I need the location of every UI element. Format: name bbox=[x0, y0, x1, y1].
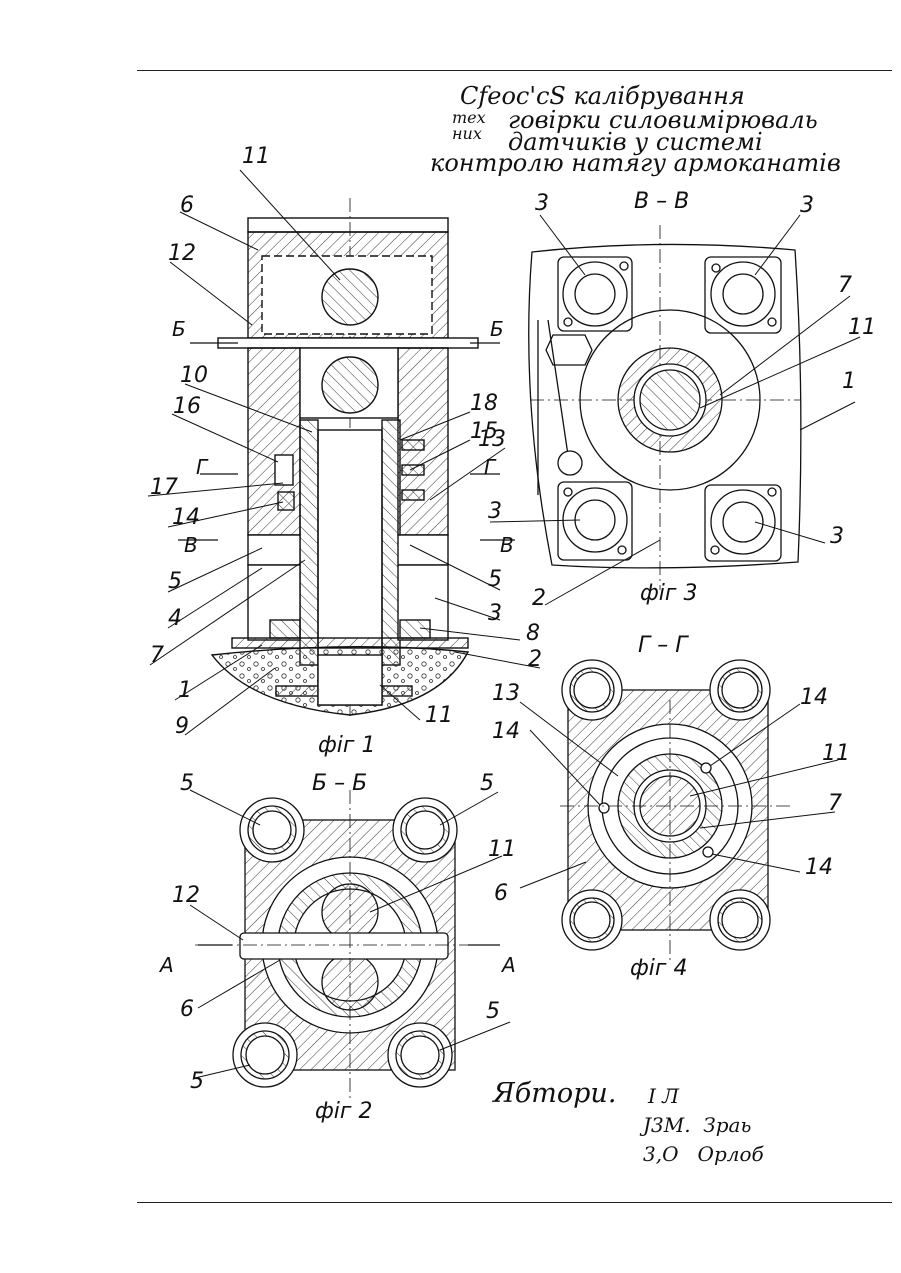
figure-1 bbox=[212, 198, 478, 720]
fig3-callout: 3 bbox=[488, 499, 502, 524]
fig1-callout: 8 bbox=[526, 621, 540, 646]
fig4-caption: фіг 4 bbox=[630, 956, 687, 981]
fig3-callout: 2 bbox=[532, 586, 546, 611]
authors-label: Ябтори. bbox=[493, 1078, 616, 1109]
section-mark-b-right: Б bbox=[490, 317, 504, 341]
fig4-callout: 7 bbox=[828, 791, 842, 816]
fig2-callout: 5 bbox=[190, 1069, 204, 1094]
fig4-callout: 14 bbox=[805, 855, 833, 880]
section-mark-g-left: Г bbox=[196, 455, 209, 479]
author-name: 3,O Орлоб bbox=[643, 1142, 764, 1166]
fig4-callout: 6 bbox=[494, 881, 508, 906]
author-name: I Л bbox=[648, 1084, 679, 1108]
fig3-callout: 3 bbox=[800, 193, 814, 218]
fig1-callout: 6 bbox=[180, 193, 194, 218]
figure-4 bbox=[560, 660, 790, 960]
fig1-callout: 12 bbox=[168, 241, 196, 266]
section-mark-a-right: А bbox=[500, 953, 516, 977]
fig2-callout: 5 bbox=[180, 771, 194, 796]
fig1-callout: 9 bbox=[175, 714, 189, 739]
fig1-callout: 2 bbox=[528, 647, 542, 672]
fig4-callout: 14 bbox=[492, 719, 520, 744]
author-name: J3M. Зраь bbox=[643, 1113, 751, 1137]
fig3-caption: фіг 3 bbox=[640, 581, 697, 606]
fig1-callout: 7 bbox=[150, 643, 164, 668]
section-label-b-b-top: В – В bbox=[634, 189, 689, 214]
fig1-callout: 10 bbox=[180, 363, 208, 388]
section-mark-a-left: А bbox=[158, 953, 174, 977]
fig3-callout: 11 bbox=[848, 315, 876, 340]
fig3-callout: 3 bbox=[830, 524, 844, 549]
fig1-callout: 14 bbox=[172, 505, 200, 530]
fig4-callout: 14 bbox=[800, 685, 828, 710]
fig1-callout: 13 bbox=[478, 427, 506, 452]
fig1-callout: 11 bbox=[242, 144, 270, 169]
fig3-callout: 1 bbox=[842, 369, 856, 394]
fig1-callout: 5 bbox=[168, 569, 182, 594]
fig3-callout: 7 bbox=[838, 273, 852, 298]
fig2-callout: 5 bbox=[486, 999, 500, 1024]
fig1-caption: фіг 1 bbox=[318, 733, 375, 758]
fig2-callout: 5 bbox=[480, 771, 494, 796]
fig1-callout: 4 bbox=[168, 606, 182, 631]
section-label-b-b: Б – Б bbox=[312, 771, 367, 796]
figure-3 bbox=[529, 225, 801, 590]
fig1-callout: 3 bbox=[488, 601, 502, 626]
fig1-callout: 17 bbox=[150, 475, 178, 500]
section-mark-b-left: Б bbox=[172, 317, 186, 341]
section-label-g-g: Г – Г bbox=[638, 633, 689, 658]
figure-2 bbox=[195, 790, 500, 1100]
fig2-callout: 11 bbox=[488, 837, 516, 862]
fig1-callout: 11 bbox=[425, 703, 453, 728]
fig1-callout: 5 bbox=[488, 567, 502, 592]
fig1-callout: 16 bbox=[173, 394, 201, 419]
fig2-caption: фіг 2 bbox=[315, 1099, 372, 1124]
fig3-callout: 3 bbox=[535, 191, 549, 216]
fig2-callout: 6 bbox=[180, 997, 194, 1022]
fig1-callout: 18 bbox=[470, 391, 498, 416]
section-mark-v-left: В bbox=[184, 533, 198, 557]
fig1-callout: 1 bbox=[178, 678, 192, 703]
fig4-callout: 11 bbox=[822, 741, 850, 766]
section-mark-v-right: В bbox=[500, 533, 514, 557]
fig2-callout: 12 bbox=[172, 883, 200, 908]
fig4-callout: 13 bbox=[492, 681, 520, 706]
